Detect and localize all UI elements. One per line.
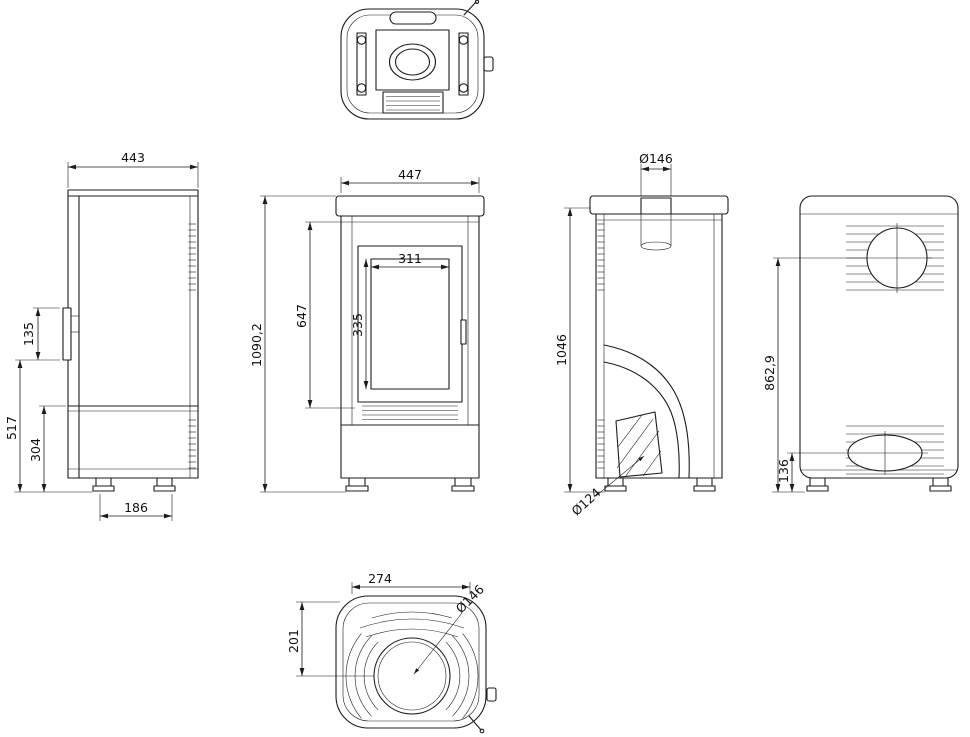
flue-circle-bottom <box>373 637 451 715</box>
top-handle <box>389 11 437 25</box>
dim-height: 1046 <box>554 334 569 366</box>
screw-icon <box>458 83 469 93</box>
dim-glass-width: 311 <box>398 251 422 266</box>
dim-flue-center: 862,9 <box>762 355 777 391</box>
door-frame <box>357 245 463 403</box>
dim-glass-height: 335 <box>350 313 365 337</box>
panel-curve <box>603 344 690 479</box>
dim-width: 274 <box>368 571 392 586</box>
dim-outlet: Ø124 <box>568 485 603 519</box>
front-dimensions: 447 1090,2 647 311 335 <box>249 167 480 493</box>
dim-width: 447 <box>398 167 422 182</box>
thermostat-pin <box>463 1 477 16</box>
vent-slot <box>452 635 470 717</box>
front-grille <box>362 405 458 420</box>
foot <box>454 477 472 487</box>
front-view: 447 1090,2 647 311 335 <box>249 167 485 493</box>
top-plate <box>335 195 485 217</box>
section-view: Ø146 1046 Ø124 <box>554 151 729 519</box>
screw-icon <box>458 35 469 45</box>
vent-slot <box>359 618 465 629</box>
vent-slot <box>371 611 453 619</box>
section-dimensions: Ø146 1046 Ø124 <box>554 151 673 519</box>
flue-collar <box>640 197 672 215</box>
side-view: 443 135 517 304 186 <box>4 150 199 521</box>
side-dimensions: 443 135 517 304 186 <box>4 150 199 521</box>
foot <box>348 477 366 487</box>
vent-slot <box>365 628 459 638</box>
door-handle <box>460 319 467 345</box>
vent-slot <box>462 633 479 719</box>
dim-foot-span: 186 <box>124 500 148 515</box>
bottom-view: 274 201 Ø146 <box>286 571 497 734</box>
side-vent-slots <box>188 223 196 469</box>
foot <box>696 477 713 487</box>
dim-h-upper: 517 <box>4 416 19 440</box>
door-handle-side <box>62 307 72 361</box>
foot <box>607 477 624 487</box>
top-plate <box>589 195 729 215</box>
screw-icon <box>356 35 367 45</box>
dim-h-lower: 304 <box>28 438 43 462</box>
dim-depth: 201 <box>286 629 301 653</box>
side-knob <box>483 56 494 72</box>
foot <box>809 477 826 487</box>
thermostat-pin <box>468 715 482 731</box>
panel-curve <box>603 361 680 479</box>
side-vent-slots <box>597 223 605 469</box>
foot <box>156 477 173 487</box>
back-view: 862,9 136 <box>762 195 959 493</box>
flue-outlet-top <box>388 43 437 81</box>
dim-depth: 443 <box>121 150 145 165</box>
top-grille <box>382 91 444 114</box>
vent-slot <box>445 641 461 711</box>
dim-flue: Ø146 <box>639 151 673 166</box>
foot <box>95 477 112 487</box>
dim-handle: 135 <box>21 322 36 346</box>
lower-door-hatched <box>615 411 663 478</box>
back-dimensions: 862,9 136 <box>762 257 932 493</box>
foot <box>932 477 949 487</box>
top-view <box>340 0 494 120</box>
dim-door-height: 647 <box>294 304 309 328</box>
dim-height: 1090,2 <box>249 323 264 367</box>
screw-icon <box>356 83 367 93</box>
side-knob <box>486 687 497 702</box>
door-glass <box>370 258 450 390</box>
dim-outlet-center: 136 <box>776 459 791 483</box>
